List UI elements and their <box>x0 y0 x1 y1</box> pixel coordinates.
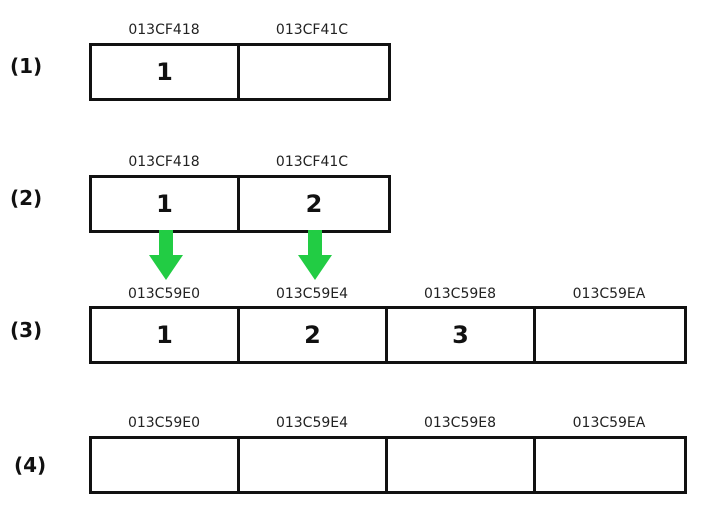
step-3-address-0: 013C59E0 <box>127 286 201 302</box>
step-4-label: (4) <box>14 453 47 477</box>
step-1-cell-1 <box>240 46 388 98</box>
step-4-cell-3 <box>536 439 684 491</box>
step-3-cell-3 <box>536 309 684 361</box>
step-4-address-1: 013C59E4 <box>275 415 349 431</box>
step-3-memory-row: 1 2 3 <box>89 306 687 364</box>
step-4-address-3: 013C59EA <box>572 415 646 431</box>
step-3-cell-0: 1 <box>92 309 240 361</box>
step-1-cell-0: 1 <box>92 46 240 98</box>
step-1-memory-row: 1 <box>89 43 391 101</box>
step-4-address-0: 013C59E0 <box>127 415 201 431</box>
step-2-address-0: 013CF418 <box>128 154 200 170</box>
step-3-label: (3) <box>10 318 43 342</box>
step-2-label: (2) <box>10 186 43 210</box>
step-3-address-1: 013C59E4 <box>275 286 349 302</box>
step-1-address-0: 013CF418 <box>128 22 200 38</box>
copy-arrow-down-icon-shape <box>149 230 183 280</box>
step-3-address-3: 013C59EA <box>572 286 646 302</box>
step-1-label: (1) <box>10 54 43 78</box>
step-3-cell-2: 3 <box>388 309 536 361</box>
step-2-address-1: 013CF41C <box>275 154 349 170</box>
copy-arrow-down-icon-shape <box>298 230 332 280</box>
step-3-cell-1: 2 <box>240 309 388 361</box>
step-2-cell-0: 1 <box>92 178 240 230</box>
step-4-memory-row <box>89 436 687 494</box>
step-4-address-2: 013C59E8 <box>423 415 497 431</box>
step-4-cell-0 <box>92 439 240 491</box>
step-4-cell-2 <box>388 439 536 491</box>
step-1-address-1: 013CF41C <box>275 22 349 38</box>
copy-arrow-down-icon <box>298 230 332 280</box>
step-4-cell-1 <box>240 439 388 491</box>
step-2-memory-row: 1 2 <box>89 175 391 233</box>
step-3-address-2: 013C59E8 <box>423 286 497 302</box>
step-2-cell-1: 2 <box>305 190 323 218</box>
copy-arrow-down-icon <box>149 230 183 280</box>
